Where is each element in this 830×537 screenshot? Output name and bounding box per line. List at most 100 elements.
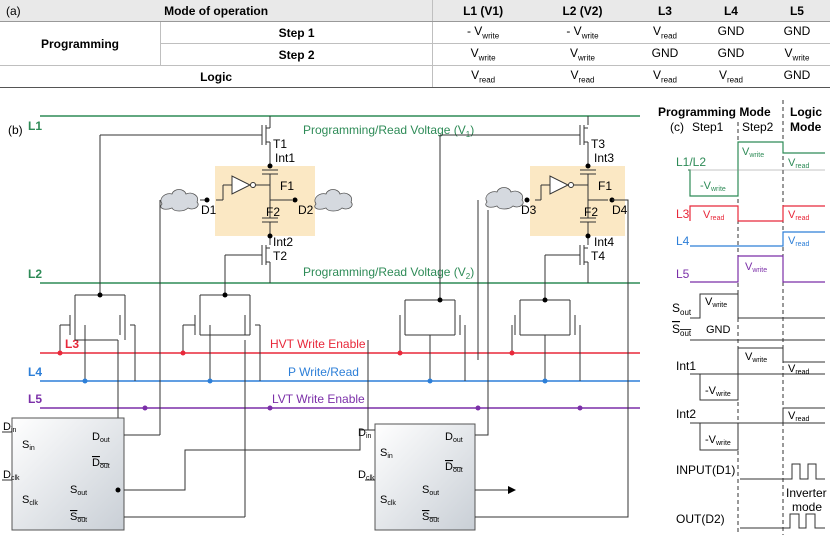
operation-table: (a) Mode of operation L1 (V1) L2 (V2) L3… — [0, 0, 830, 88]
signal-input: INPUT(D1) Inverter mode — [676, 463, 827, 514]
signal-sout: Sout Vwrite Sout GND — [672, 293, 825, 341]
svg-text:mode: mode — [792, 500, 822, 514]
node-int1 — [267, 163, 273, 169]
label-t3: T3 — [591, 137, 605, 151]
svg-text:Dout: Dout — [92, 431, 110, 444]
header-l5: L5 — [763, 0, 830, 22]
svg-text:Vread: Vread — [788, 410, 809, 423]
svg-text:Vwrite: Vwrite — [745, 261, 767, 274]
svg-text:Dclk: Dclk — [3, 469, 20, 482]
signal-l3: L3 Vread Vread — [676, 205, 825, 222]
text-l3: HVT Write Enable — [270, 337, 366, 351]
label-f1-right: F1 — [598, 179, 612, 193]
label-l2: L2 — [28, 267, 42, 281]
header-l3: L3 — [631, 0, 698, 22]
cell: - Vwrite — [532, 21, 632, 44]
svg-text:Sin: Sin — [22, 439, 35, 452]
svg-text:L1/L2: L1/L2 — [676, 155, 706, 169]
svg-text:Sclk: Sclk — [22, 494, 38, 507]
node-int4 — [585, 233, 591, 239]
label-d1: D1 — [201, 203, 217, 217]
svg-text:L5: L5 — [676, 267, 690, 281]
cell: - Vwrite — [432, 21, 533, 44]
bus-l4: L4 P Write/Read — [28, 365, 640, 382]
cell-background — [530, 166, 625, 236]
node-d1 — [204, 197, 210, 203]
svg-text:Dclk: Dclk — [358, 469, 375, 482]
bus-l1: L1 Programming/Read Voltage (V1) — [28, 115, 640, 139]
label-l5: L5 — [28, 392, 42, 406]
signal-out: OUT(D2) — [676, 512, 825, 529]
header-l4: L4 — [697, 0, 764, 22]
cell: GND — [763, 65, 830, 88]
label-d2: D2 — [298, 203, 314, 217]
node-int2 — [267, 233, 273, 239]
svg-text:Sout: Sout — [70, 484, 87, 497]
panel-label-c: (c) — [670, 120, 684, 134]
label-step2: Step2 — [742, 120, 774, 134]
cell: Vwrite — [432, 43, 533, 66]
node-d2 — [292, 197, 298, 203]
svg-text:Vread: Vread — [788, 235, 809, 248]
svg-text:Sout: Sout — [672, 301, 692, 317]
bus-l2: L2 Programming/Read Voltage (V2) — [28, 265, 640, 284]
cloud-d1 — [160, 189, 199, 212]
cloud-d3 — [485, 187, 524, 210]
row-logic-label: Logic — [0, 65, 433, 88]
svg-text:-Vwrite: -Vwrite — [705, 385, 731, 398]
label-l1: L1 — [28, 119, 42, 133]
svg-text:INPUT(D1): INPUT(D1) — [676, 463, 735, 477]
header-l1: L1 (V1) — [432, 0, 533, 22]
cloud-d2 — [314, 189, 353, 212]
text-l4: P Write/Read — [288, 365, 359, 379]
bus-taps — [57, 292, 583, 411]
svg-text:L4: L4 — [676, 234, 690, 248]
signal-l4: L4 Vread — [676, 231, 825, 248]
svg-text:Vread: Vread — [703, 209, 724, 222]
cell: Vread — [432, 65, 533, 88]
cell-right — [439, 116, 625, 420]
cell: Vread — [631, 65, 698, 88]
svg-text:Din: Din — [358, 427, 372, 440]
svg-text:Din: Din — [3, 421, 17, 434]
svg-text:GND: GND — [706, 324, 731, 336]
svg-text:Inverter: Inverter — [786, 486, 827, 500]
cell: Vwrite — [763, 43, 830, 66]
mode-programming: Programming Mode — [658, 105, 771, 119]
svg-text:Dout: Dout — [445, 431, 463, 444]
label-f2-right: F2 — [584, 205, 598, 219]
svg-text:Vread: Vread — [788, 209, 809, 222]
text-l2: Programming/Read Voltage (V2) — [303, 265, 474, 281]
svg-text:Vwrite: Vwrite — [742, 146, 764, 159]
pair-4 — [511, 299, 581, 381]
svg-text:Sout: Sout — [70, 511, 87, 524]
label-step1: Step1 — [692, 120, 724, 134]
svg-text:Int1: Int1 — [676, 359, 696, 373]
svg-text:Vread: Vread — [788, 157, 809, 170]
header-l2: L2 (V2) — [532, 0, 632, 22]
table-row: Programming Step 1 - Vwrite - Vwrite Vre… — [0, 21, 830, 66]
label-d4: D4 — [612, 203, 628, 217]
text-l5: LVT Write Enable — [272, 392, 365, 406]
signal-int1: Int1 Vwrite -Vwrite Vread — [676, 347, 825, 401]
label-l3: L3 — [65, 337, 79, 351]
header-mode: (a) Mode of operation — [0, 0, 433, 22]
flipflop-left: Din Sin Dclk Sclk Dout Dout Sout Sout — [2, 417, 125, 531]
bus-l3: L3 HVT Write Enable — [40, 337, 640, 354]
table-header-row: (a) Mode of operation L1 (V1) L2 (V2) L3… — [0, 0, 830, 22]
signal-l1l2: L1/L2 Vwrite -Vwrite Vread — [676, 141, 825, 197]
pair-2 — [182, 294, 261, 517]
svg-text:Sout: Sout — [422, 511, 439, 524]
write-transistors — [59, 294, 581, 517]
label-f1: F1 — [280, 179, 294, 193]
node-sout — [115, 487, 121, 493]
svg-text:Sin: Sin — [380, 447, 393, 460]
cell-background — [215, 166, 315, 236]
svg-text:Dout: Dout — [92, 457, 110, 470]
node-int3 — [585, 163, 591, 169]
cell: GND — [763, 21, 830, 44]
signal-int2: Int2 -Vwrite Vread — [676, 407, 825, 451]
row-step1-label: Step 1 — [159, 21, 433, 44]
text-l1: Programming/Read Voltage (V1) — [303, 123, 474, 139]
